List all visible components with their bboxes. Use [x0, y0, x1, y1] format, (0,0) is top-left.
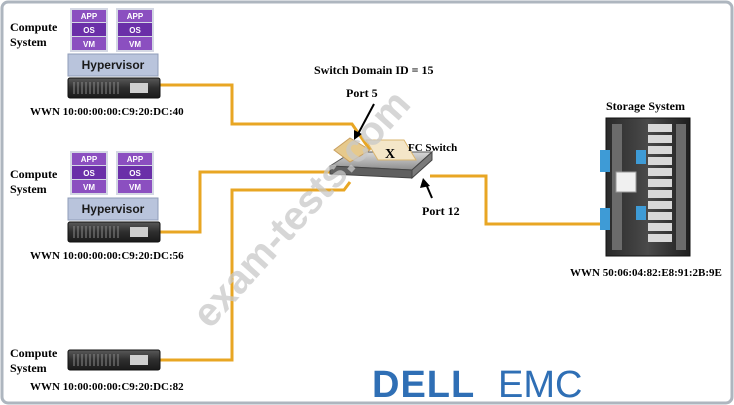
compute-system-2-wwn: WWN 10:00:00:00:C9:20:DC:56: [30, 250, 184, 262]
vm-os-label: OS: [83, 26, 95, 35]
vm-app-label: APP: [127, 12, 144, 21]
vm-os-label: OS: [129, 169, 141, 178]
switch-name-label: FC Switch: [408, 142, 457, 154]
compute-system-2-label: Compute: [10, 167, 58, 181]
watermark-text: exam-tests.com: [184, 82, 419, 336]
port-5-label: Port 5: [346, 86, 378, 100]
port-12-label: Port 12: [422, 204, 460, 218]
fc-switch: Switch Domain ID = 15 Port 5 X FC Switch…: [314, 63, 460, 218]
switch-zone-box: [365, 139, 417, 161]
vm-vm-label: VM: [83, 183, 95, 192]
compute-system-3-label-line2: System: [10, 361, 47, 375]
compute-system-3: Compute System WWN 10:00:00:00:C9:20:DC:…: [10, 346, 184, 393]
hypervisor-1-label: Hypervisor: [82, 58, 145, 72]
compute-system-2-label-line2: System: [10, 182, 47, 196]
vm-vm-label: VM: [83, 40, 95, 49]
vm-app-label: APP: [81, 12, 98, 21]
vm-app-label: APP: [127, 155, 144, 164]
storage-wwn: WWN 50:06:04:82:E8:91:2B:9E: [570, 267, 722, 279]
hypervisor-1: [67, 53, 159, 77]
compute-system-1-label-line2: System: [10, 35, 47, 49]
compute-system-1-label: Compute: [10, 20, 58, 34]
vm-os-label: OS: [83, 169, 95, 178]
compute-system-1: Compute System APP OS VM APP OS VM Hyper…: [10, 8, 184, 118]
storage-title: Storage System: [606, 99, 685, 113]
compute-system-3-label: Compute: [10, 346, 58, 360]
logo-dell: DELL: [372, 364, 475, 405]
cable-compute-2: [160, 170, 330, 234]
storage-system: Storage System WWN 50:06:04:82:E8:91:2B:…: [570, 99, 722, 279]
vm-vm-label: VM: [129, 183, 141, 192]
cable-compute-3: [158, 181, 352, 362]
port-5-highlight: [333, 137, 371, 163]
port-5-arrow: [357, 103, 375, 135]
switch-domain-label: Switch Domain ID = 15: [314, 63, 434, 77]
logo-emc: EMC: [498, 364, 582, 405]
hypervisor-2-label: Hypervisor: [82, 202, 145, 216]
cable-storage: [430, 174, 606, 226]
hypervisor-2: [67, 197, 159, 221]
storage-drives: [648, 124, 672, 242]
blocked-marker: X: [385, 147, 395, 162]
vm-app-label: APP: [81, 155, 98, 164]
storage-port-left: [600, 150, 610, 172]
dell-emc-logo: DELL EMC: [372, 364, 582, 405]
vm-vm-label: VM: [129, 40, 141, 49]
compute-system-1-wwn: WWN 10:00:00:00:C9:20:DC:40: [30, 106, 184, 118]
compute-system-3-wwn: WWN 10:00:00:00:C9:20:DC:82: [30, 381, 184, 393]
compute-system-2: Compute System APP OS VM APP OS VM Hyper…: [10, 151, 184, 262]
vm-os-label: OS: [129, 26, 141, 35]
